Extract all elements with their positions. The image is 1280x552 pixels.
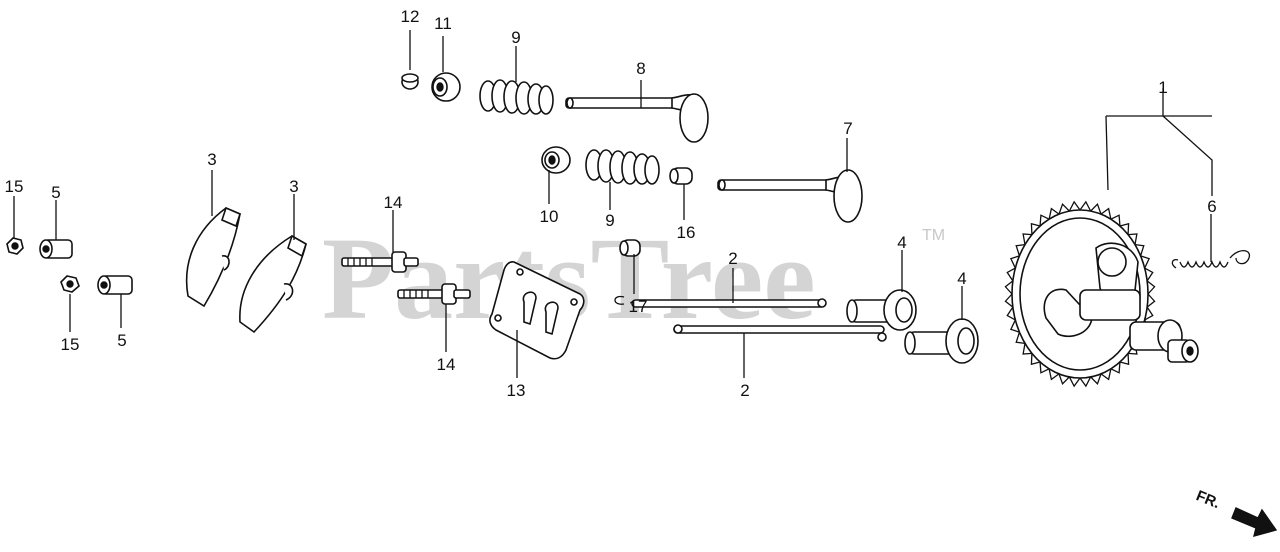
part-9-valve-spring-lower[interactable] (585, 149, 660, 185)
callout-4-lower: 4 (957, 269, 966, 288)
callout-14-lower: 14 (437, 355, 456, 374)
part-5-pivot-lower[interactable] (97, 275, 133, 295)
leader-lines (13, 30, 1213, 378)
gear-tooth (1058, 202, 1070, 215)
gear-tooth (1090, 373, 1102, 386)
callout-13: 13 (507, 381, 526, 400)
gear-tooth (1006, 267, 1016, 282)
callout-14-upper: 14 (384, 193, 403, 212)
watermark-trademark: TM (922, 227, 945, 244)
callout-6: 6 (1207, 197, 1216, 216)
gear-tooth (1006, 306, 1016, 321)
callout-12: 12 (401, 7, 420, 26)
gear-tooth (1004, 280, 1014, 295)
gear-tooth (1022, 233, 1032, 245)
gear-tooth (1058, 373, 1070, 386)
callout-8: 8 (636, 59, 645, 78)
gear-tooth (1004, 293, 1014, 308)
gear-tooth (1015, 243, 1026, 257)
part-1-camshaft-assembly[interactable] (1004, 200, 1199, 388)
gear-tooth (1100, 207, 1112, 220)
gear-tooth (1134, 243, 1145, 257)
front-direction-marker: FR. (1194, 487, 1278, 537)
part-13-push-rod-guide-plate[interactable] (489, 261, 585, 360)
part-10-valve-retainer[interactable] (541, 146, 571, 174)
part-9-valve-spring-upper[interactable] (479, 79, 554, 115)
callout-10: 10 (540, 207, 559, 226)
gear-tooth (1144, 306, 1154, 321)
part-3-rocker-arm-right[interactable] (239, 234, 307, 334)
callout-2-lower: 2 (740, 381, 749, 400)
callout-2-upper: 2 (728, 249, 737, 268)
part-6-decompressor-spring[interactable] (1171, 250, 1251, 269)
part-14-rocker-stud-lower[interactable] (397, 283, 471, 305)
gear-tooth (1144, 267, 1154, 282)
callout-15-lower: 15 (61, 335, 80, 354)
callout-7: 7 (843, 119, 852, 138)
gear-tooth (1110, 361, 1121, 374)
gear-tooth (1009, 255, 1020, 269)
callout-labels: 12 11 9 8 7 1 6 10 9 16 17 3 3 15 5 15 5… (5, 7, 1217, 400)
gear-tooth (1048, 207, 1060, 220)
gear-tooth (1128, 233, 1138, 245)
callout-16: 16 (677, 223, 696, 242)
part-15-nut-upper[interactable] (6, 237, 24, 255)
gear-tooth (1100, 368, 1112, 381)
gear-tooth (1015, 331, 1026, 345)
part-7-intake-valve[interactable] (717, 169, 863, 223)
gear-tooth (1119, 222, 1130, 235)
callout-1: 1 (1158, 78, 1167, 97)
callout-3-left: 3 (207, 150, 216, 169)
part-5-pivot-upper[interactable] (39, 239, 73, 259)
gear-tooth (1039, 361, 1050, 374)
gear-tooth (1090, 202, 1102, 215)
callout-5-upper: 5 (51, 183, 60, 202)
part-2-push-rod-upper[interactable] (631, 298, 827, 308)
gear-tooth (1030, 353, 1041, 366)
part-17-cotter[interactable] (614, 239, 641, 305)
callout-3-right: 3 (289, 177, 298, 196)
gear-tooth (1039, 214, 1050, 227)
gear-tooth (1146, 293, 1156, 308)
part-16-valve-stem-seal[interactable] (669, 167, 693, 185)
callout-15-upper: 15 (5, 177, 24, 196)
callout-5-lower: 5 (117, 331, 126, 350)
part-4-valve-lifter-upper[interactable] (846, 289, 917, 331)
front-arrow-icon (1231, 507, 1278, 537)
gear-tooth (1110, 214, 1121, 227)
callout-4-upper: 4 (897, 233, 906, 252)
gear-tooth (1022, 343, 1032, 355)
gear-tooth (1146, 280, 1156, 295)
callout-11: 11 (434, 14, 452, 33)
callout-9-upper: 9 (511, 28, 520, 47)
gear-tooth (1068, 376, 1081, 388)
part-12-valve-cap[interactable] (401, 73, 419, 90)
gear-tooth (1048, 368, 1060, 381)
part-15-nut-lower[interactable] (60, 275, 80, 293)
gear-tooth (1140, 255, 1151, 269)
part-14-rocker-stud-upper[interactable] (341, 251, 419, 273)
gear-tooth (1079, 376, 1092, 388)
part-4-valve-lifter-lower[interactable] (904, 318, 979, 364)
part-11-valve-retainer[interactable] (431, 72, 461, 102)
gear-tooth (1068, 200, 1081, 212)
part-3-rocker-arm-left[interactable] (185, 206, 241, 308)
callout-9-lower: 9 (605, 211, 614, 230)
callout-17: 17 (629, 297, 648, 316)
part-8-exhaust-valve[interactable] (565, 93, 709, 143)
gear-tooth (1009, 319, 1020, 333)
gear-tooth (1030, 222, 1041, 235)
part-2-push-rod-lower[interactable] (673, 324, 887, 342)
gear-tooth (1079, 200, 1092, 212)
front-label: FR. (1194, 487, 1223, 512)
gear-tooth (1119, 353, 1130, 366)
